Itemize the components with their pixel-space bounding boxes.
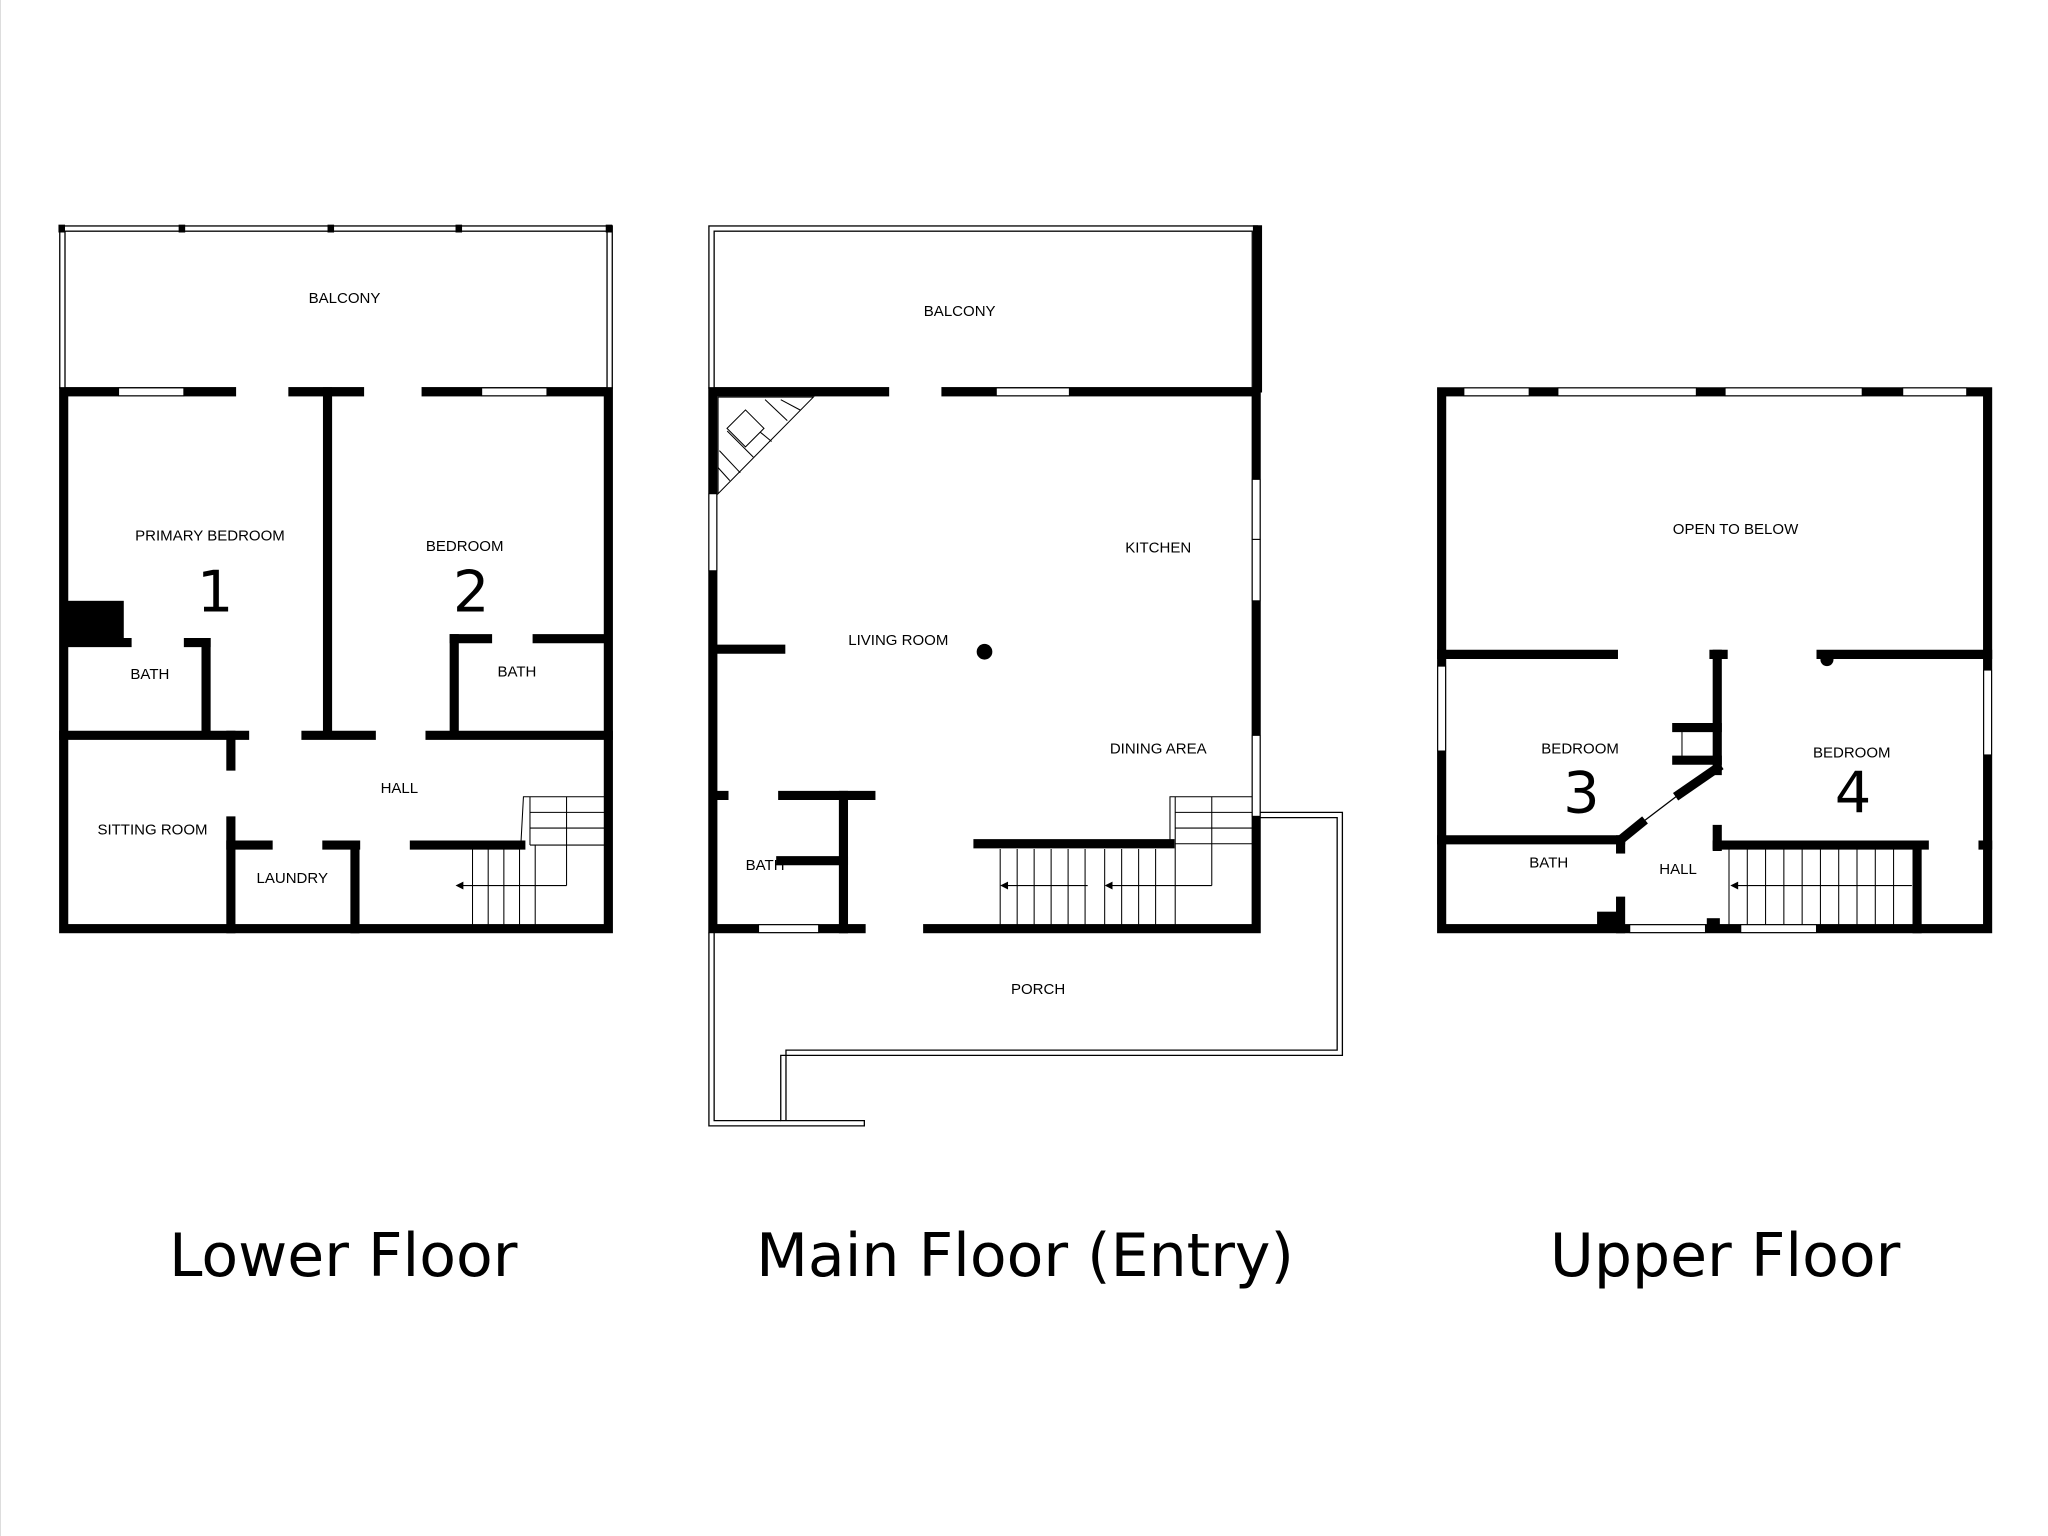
room-label-primary-bedroom: PRIMARY BEDROOM xyxy=(135,528,285,545)
main-stairs xyxy=(999,796,1253,925)
bedroom-number-3: 3 xyxy=(1563,759,1600,826)
support-column xyxy=(976,643,993,660)
closet-block xyxy=(66,600,124,643)
room-label-open-to-below: OPEN TO BELOW xyxy=(1673,521,1799,538)
lower-floor-plan: BALCONY PRIMARY BEDROOM 1 BEDROOM 2 BATH… xyxy=(58,224,613,934)
room-label-sitting-room: SITTING ROOM xyxy=(97,822,207,839)
room-label-bath: BATH xyxy=(497,664,536,681)
room-label-balcony: BALCONY xyxy=(309,290,381,307)
room-label-balcony: BALCONY xyxy=(924,303,996,320)
room-label-bath: BATH xyxy=(746,857,785,874)
room-label-bath: BATH xyxy=(1529,854,1568,871)
room-label-porch: PORCH xyxy=(1011,981,1065,998)
lower-stairs xyxy=(455,796,605,925)
upper-stairs xyxy=(1728,848,1912,925)
room-label-bedroom-4: BEDROOM xyxy=(1813,745,1891,762)
bedroom-number-1: 1 xyxy=(197,558,234,625)
bedroom-number-4: 4 xyxy=(1835,759,1872,826)
upper-floor-plan: OPEN TO BELOW BEDROOM 3 BEDROOM 4 BATH H… xyxy=(1437,387,1993,934)
room-label-bath: BATH xyxy=(130,666,169,683)
floor-title-upper: Upper Floor xyxy=(1550,1221,1901,1291)
room-label-kitchen: KITCHEN xyxy=(1125,539,1191,556)
lower-outer-wall xyxy=(59,387,613,934)
bedroom-number-2: 2 xyxy=(453,558,490,625)
floor-title-lower: Lower Floor xyxy=(169,1221,518,1291)
room-label-bedroom-3: BEDROOM xyxy=(1541,741,1619,758)
fireplace xyxy=(717,396,815,495)
room-label-laundry: LAUNDRY xyxy=(257,870,329,887)
room-label-living-room: LIVING ROOM xyxy=(848,632,948,649)
main-outer-wall xyxy=(708,387,1261,934)
support-column xyxy=(1820,653,1834,667)
room-label-bedroom-2: BEDROOM xyxy=(426,538,504,555)
room-label-hall: HALL xyxy=(1659,861,1697,878)
floor-title-main: Main Floor (Entry) xyxy=(756,1221,1294,1291)
main-floor-plan: BALCONY KITCHEN LIVING ROOM DINING AREA … xyxy=(708,225,1344,1127)
room-label-hall: HALL xyxy=(381,780,419,797)
room-label-dining-area: DINING AREA xyxy=(1110,741,1207,758)
porch-outline xyxy=(708,811,1344,1127)
